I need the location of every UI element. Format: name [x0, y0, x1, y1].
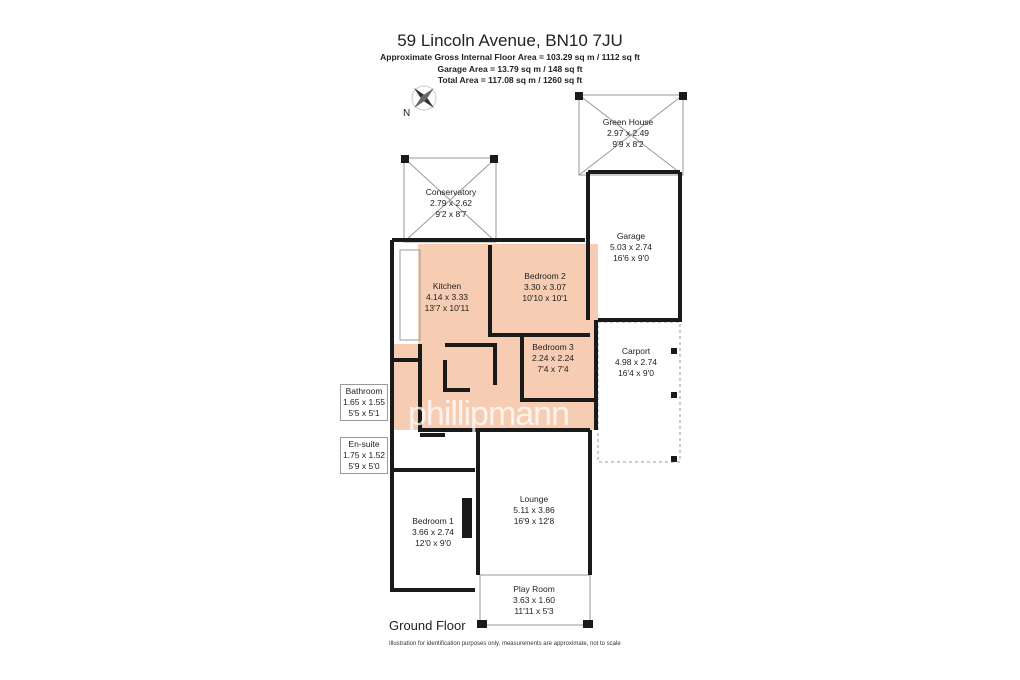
watermark-logo: phillipmann — [408, 395, 570, 433]
total-area: Total Area = 117.08 sq m / 1260 sq ft — [437, 75, 583, 85]
posts — [401, 92, 687, 628]
kitchen-worktop — [399, 249, 421, 341]
compass-icon — [411, 85, 437, 111]
greenhouse-outline — [578, 94, 684, 176]
garage-area: Garage Area = 13.79 sq m / 148 sq ft — [437, 64, 583, 74]
chimney-breast — [462, 498, 472, 538]
playroom-outline — [479, 574, 591, 626]
gross-area: Approximate Gross Internal Floor Area = … — [380, 52, 640, 62]
floor-label: Ground Floor — [389, 618, 466, 633]
property-title: 59 Lincoln Avenue, BN10 7JU — [397, 31, 623, 50]
walls — [390, 170, 682, 592]
disclaimer: Illustration for identification purposes… — [389, 641, 621, 647]
carport-outline — [597, 321, 681, 463]
compass-north-label: N — [403, 108, 411, 119]
